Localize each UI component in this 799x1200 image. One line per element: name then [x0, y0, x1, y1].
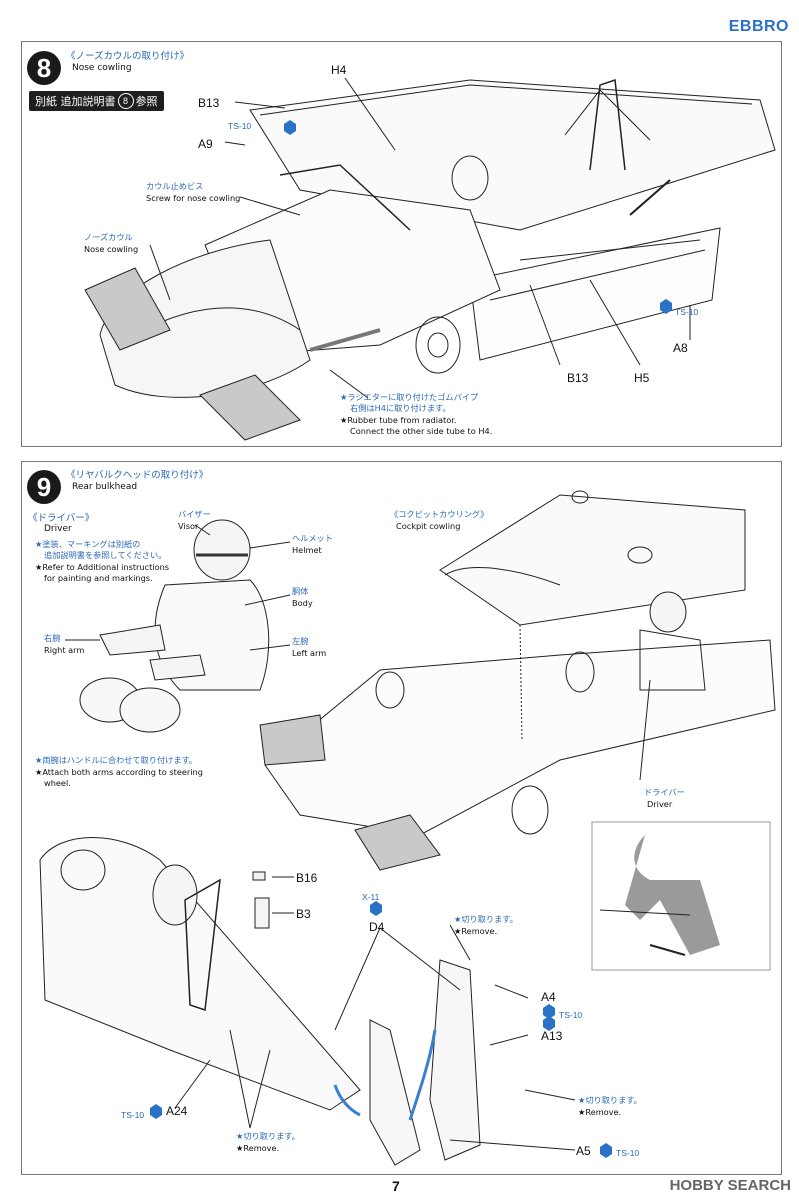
part-label-a8: A8: [673, 341, 688, 355]
banner-suffix: 参照: [135, 95, 158, 108]
paint-ts10-a24: TS-10: [121, 1110, 145, 1120]
paint-note-en2: for painting and markings.: [44, 573, 153, 583]
helmet-label-jp: ヘルメット: [292, 533, 333, 543]
left-arm-label-en: Left arm: [292, 648, 327, 658]
step-9-number: 9: [27, 470, 61, 504]
part-label-b13-top: B13: [198, 96, 220, 110]
remove-note-c-en: ★Remove.: [236, 1143, 280, 1153]
body-label-jp: 胴体: [292, 586, 309, 596]
screw-label-en: Screw for nose cowling: [146, 193, 241, 203]
page-number: 7: [392, 1178, 400, 1194]
rubber-tube-note-en1: ★Rubber tube from radiator.: [340, 415, 457, 425]
part-label-a4: A4: [541, 990, 556, 1004]
nose-cowling-label-en: Nose cowling: [84, 244, 139, 254]
paint-x11: X-11: [362, 892, 380, 902]
step-8-number: 8: [27, 51, 61, 85]
step-8-reference-banner: 別紙 追加説明書 8 参照: [29, 91, 164, 111]
part-label-b3: B3: [296, 907, 311, 921]
rubber-tube-note-jp1: ★ラジエターに取り付けたゴムパイプ: [340, 392, 479, 402]
step-8-title-jp: 《ノーズカウルの取り付け》: [66, 51, 190, 62]
brand-logo: EBBRO: [728, 18, 789, 35]
visor-label-jp: バイザー: [178, 509, 211, 519]
arms-note-en1: ★Attach both arms according to steering: [35, 767, 203, 777]
nose-cowling-label-jp: ノーズカウル: [84, 232, 133, 242]
right-arm-label-en: Right arm: [44, 645, 85, 655]
part-label-a9: A9: [198, 137, 213, 151]
remove-note-b-en: ★Remove.: [578, 1107, 622, 1117]
part-label-b16: B16: [296, 871, 318, 885]
driver-in-car-label-en: Driver: [647, 799, 673, 809]
paint-ts10-a8: TS-10: [675, 307, 699, 317]
left-arm-label-jp: 左腕: [292, 636, 309, 646]
remove-note-a-en: ★Remove.: [454, 926, 498, 936]
remove-note-b-jp: ★切り取ります。: [578, 1095, 642, 1105]
paint-ts10-a9: TS-10: [228, 121, 252, 131]
rubber-tube-note-jp2: 右側はH4に取り付けます。: [350, 403, 451, 413]
helmet-label-en: Helmet: [292, 545, 322, 555]
banner-prefix: 別紙 追加説明書: [35, 95, 116, 108]
cockpit-cowling-label-jp: 《コクピットカウリング》: [390, 509, 489, 519]
body-label-en: Body: [292, 598, 313, 608]
paint-ts10-a13: TS-10: [559, 1010, 583, 1020]
rubber-tube-note-en2: Connect the other side tube to H4.: [350, 426, 493, 436]
cockpit-cowling-label-en: Cockpit cowling: [396, 521, 461, 531]
part-label-h4: H4: [331, 63, 347, 77]
part-label-a24: A24: [166, 1104, 188, 1118]
paint-note-jp1: ★塗装、マーキングは別紙の: [35, 539, 141, 549]
step-9-title-en: Rear bulkhead: [72, 482, 138, 492]
part-label-a13: A13: [541, 1029, 563, 1043]
driver-in-car-label-jp: ドライバー: [644, 787, 685, 797]
part-label-a5: A5: [576, 1144, 591, 1158]
step-9-title-jp: 《リヤバルクヘッドの取り付け》: [66, 470, 209, 481]
arms-note-jp: ★両腕はハンドルに合わせて取り付けます。: [35, 755, 198, 765]
banner-step-circle: 8: [117, 93, 134, 109]
step-8-title-en: Nose cowling: [72, 63, 132, 73]
remove-note-a-jp: ★切り取ります。: [454, 914, 518, 924]
arms-note-en2: wheel.: [44, 778, 71, 788]
part-label-b13-bottom: B13: [567, 371, 589, 385]
watermark: HOBBY SEARCH: [669, 1177, 791, 1194]
visor-label-en: Visor: [178, 521, 199, 531]
paint-note-en1: ★Refer to Additional instructions: [35, 562, 170, 572]
driver-heading-en: Driver: [44, 524, 72, 534]
right-arm-label-jp: 右腕: [44, 633, 61, 643]
part-label-d4: D4: [369, 920, 385, 934]
paint-ts10-a5: TS-10: [616, 1148, 640, 1158]
screw-label-jp: カウル止めビス: [146, 181, 204, 191]
remove-note-c-jp: ★切り取ります。: [236, 1131, 300, 1141]
paint-note-jp2: 追加説明書を参照してください。: [44, 550, 167, 560]
driver-heading-jp: 《ドライバー》: [28, 513, 95, 524]
part-label-h5: H5: [634, 371, 650, 385]
